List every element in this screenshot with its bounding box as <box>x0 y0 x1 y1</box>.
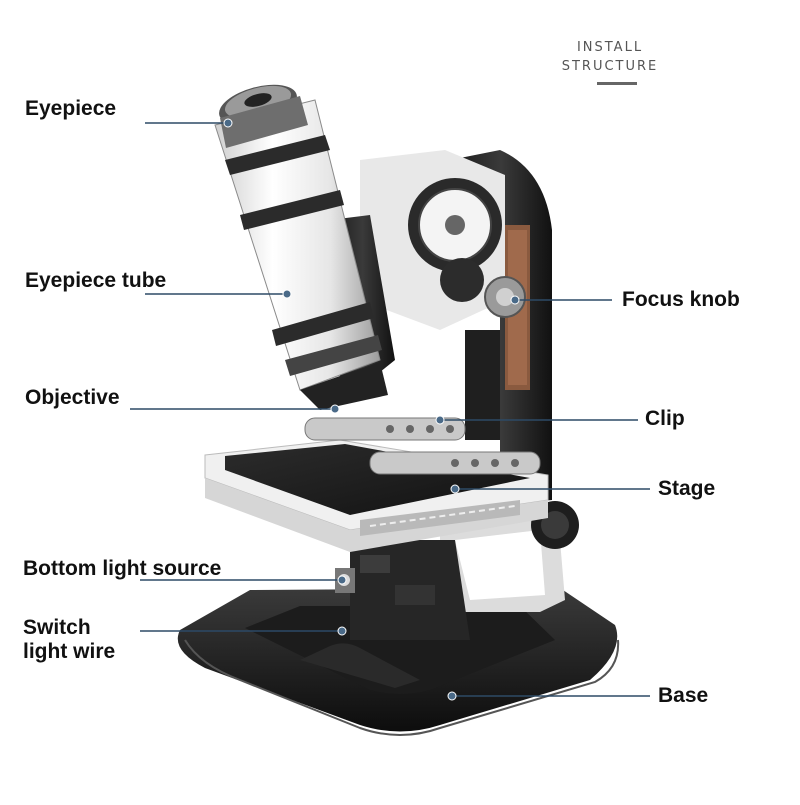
marker-eyepiece-tube <box>282 289 292 299</box>
label-eyepiece-tube: Eyepiece tube <box>25 269 167 292</box>
marker-bottom-light <box>337 575 347 585</box>
label-base: Base <box>658 684 709 707</box>
marker-objective <box>330 404 340 414</box>
label-clip: Clip <box>645 407 685 430</box>
label-focus-knob: Focus knob <box>622 288 740 311</box>
marker-clip <box>435 415 445 425</box>
stage-part <box>204 439 549 552</box>
marker-focus-knob <box>510 295 520 305</box>
marker-eyepiece <box>223 118 233 128</box>
support-block <box>350 501 579 640</box>
label-stage: Stage <box>658 477 716 500</box>
arm-part <box>450 150 552 505</box>
marker-base <box>447 691 457 701</box>
marker-stage <box>450 484 460 494</box>
marker-switch <box>337 626 347 636</box>
header-line-2: STRUCTURE <box>561 59 659 74</box>
header-line-1: INSTALL <box>576 40 644 55</box>
label-eyepiece: Eyepiece <box>25 97 117 120</box>
eyepiece-part <box>219 84 308 148</box>
header-underline <box>597 82 637 85</box>
clip-part <box>304 417 541 475</box>
focus-mechanism <box>360 150 526 330</box>
eyepiece-tube-part <box>214 99 395 410</box>
label-objective: Objective <box>25 386 120 409</box>
label-switch-line-2: light wire <box>23 640 116 663</box>
label-bottom-light-source: Bottom light source <box>23 557 222 580</box>
label-switch-line-1: Switch <box>23 616 91 639</box>
